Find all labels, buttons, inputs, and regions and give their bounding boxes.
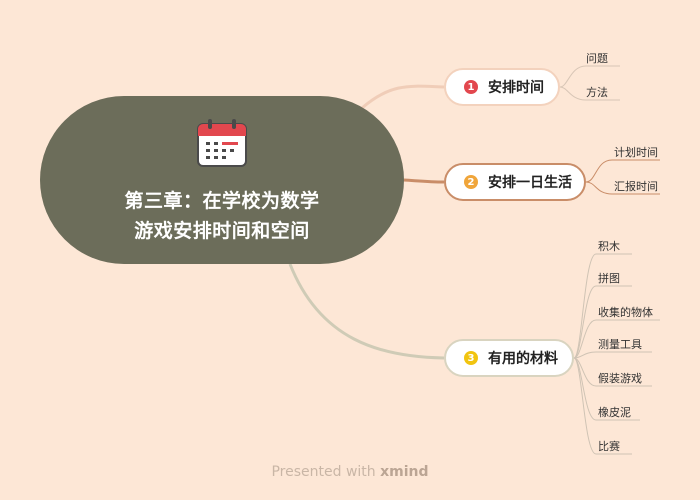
- central-title-line2: 游戏安排时间和空间: [134, 220, 310, 242]
- subtopic-item[interactable]: 积木: [598, 240, 620, 253]
- leaf-connector-2: [585, 159, 660, 183]
- topic-daily-schedule[interactable]: 2 安排一日生活: [444, 163, 586, 201]
- leaf-connector-1: [559, 65, 620, 88]
- topic-number-badge: 3: [464, 351, 478, 365]
- central-title-line1: 第三章：在学校为数学: [124, 190, 320, 212]
- subtopic-item[interactable]: 方法: [586, 86, 608, 99]
- branch-connector-3: [288, 263, 445, 360]
- subtopic-item[interactable]: 比赛: [598, 440, 620, 453]
- subtopic-item[interactable]: 计划时间: [614, 146, 658, 159]
- calendar-icon: [197, 119, 247, 167]
- leaf-connector-2: [585, 181, 660, 195]
- leaf-connector-3: [573, 319, 660, 359]
- topic-useful-materials[interactable]: 3 有用的材料: [444, 339, 574, 377]
- leaf-connector-3: [573, 285, 632, 359]
- branch-connector-1: [361, 84, 445, 110]
- branch-connector-2: [403, 178, 445, 184]
- subtopic-item[interactable]: 问题: [586, 52, 608, 65]
- subtopic-item[interactable]: 测量工具: [598, 338, 642, 351]
- leaf-connector-1: [559, 86, 620, 101]
- leaf-connector-3: [573, 357, 652, 387]
- subtopic-item[interactable]: 橡皮泥: [598, 406, 631, 419]
- subtopic-item[interactable]: 拼图: [598, 272, 620, 285]
- presented-with-footer: Presented with xmind: [0, 464, 700, 480]
- topic-label: 安排一日生活: [488, 175, 572, 191]
- leaf-connector-3: [573, 357, 632, 455]
- central-title: 第三章：在学校为数学 游戏安排时间和空间: [124, 186, 319, 246]
- footer-prefix: Presented with: [271, 464, 381, 480]
- subtopic-item[interactable]: 收集的物体: [598, 306, 653, 319]
- footer-brand: xmind: [380, 464, 429, 480]
- topic-arrange-time[interactable]: 1 安排时间: [444, 68, 560, 106]
- subtopic-item[interactable]: 假装游戏: [598, 372, 642, 385]
- topic-number-badge: 2: [464, 175, 478, 189]
- topic-label: 安排时间: [488, 80, 544, 96]
- leaf-connector-3: [573, 351, 652, 359]
- topic-number-badge: 1: [464, 80, 478, 94]
- topic-label: 有用的材料: [488, 351, 558, 367]
- central-topic[interactable]: 第三章：在学校为数学 游戏安排时间和空间: [40, 96, 404, 264]
- subtopic-item[interactable]: 汇报时间: [614, 180, 658, 193]
